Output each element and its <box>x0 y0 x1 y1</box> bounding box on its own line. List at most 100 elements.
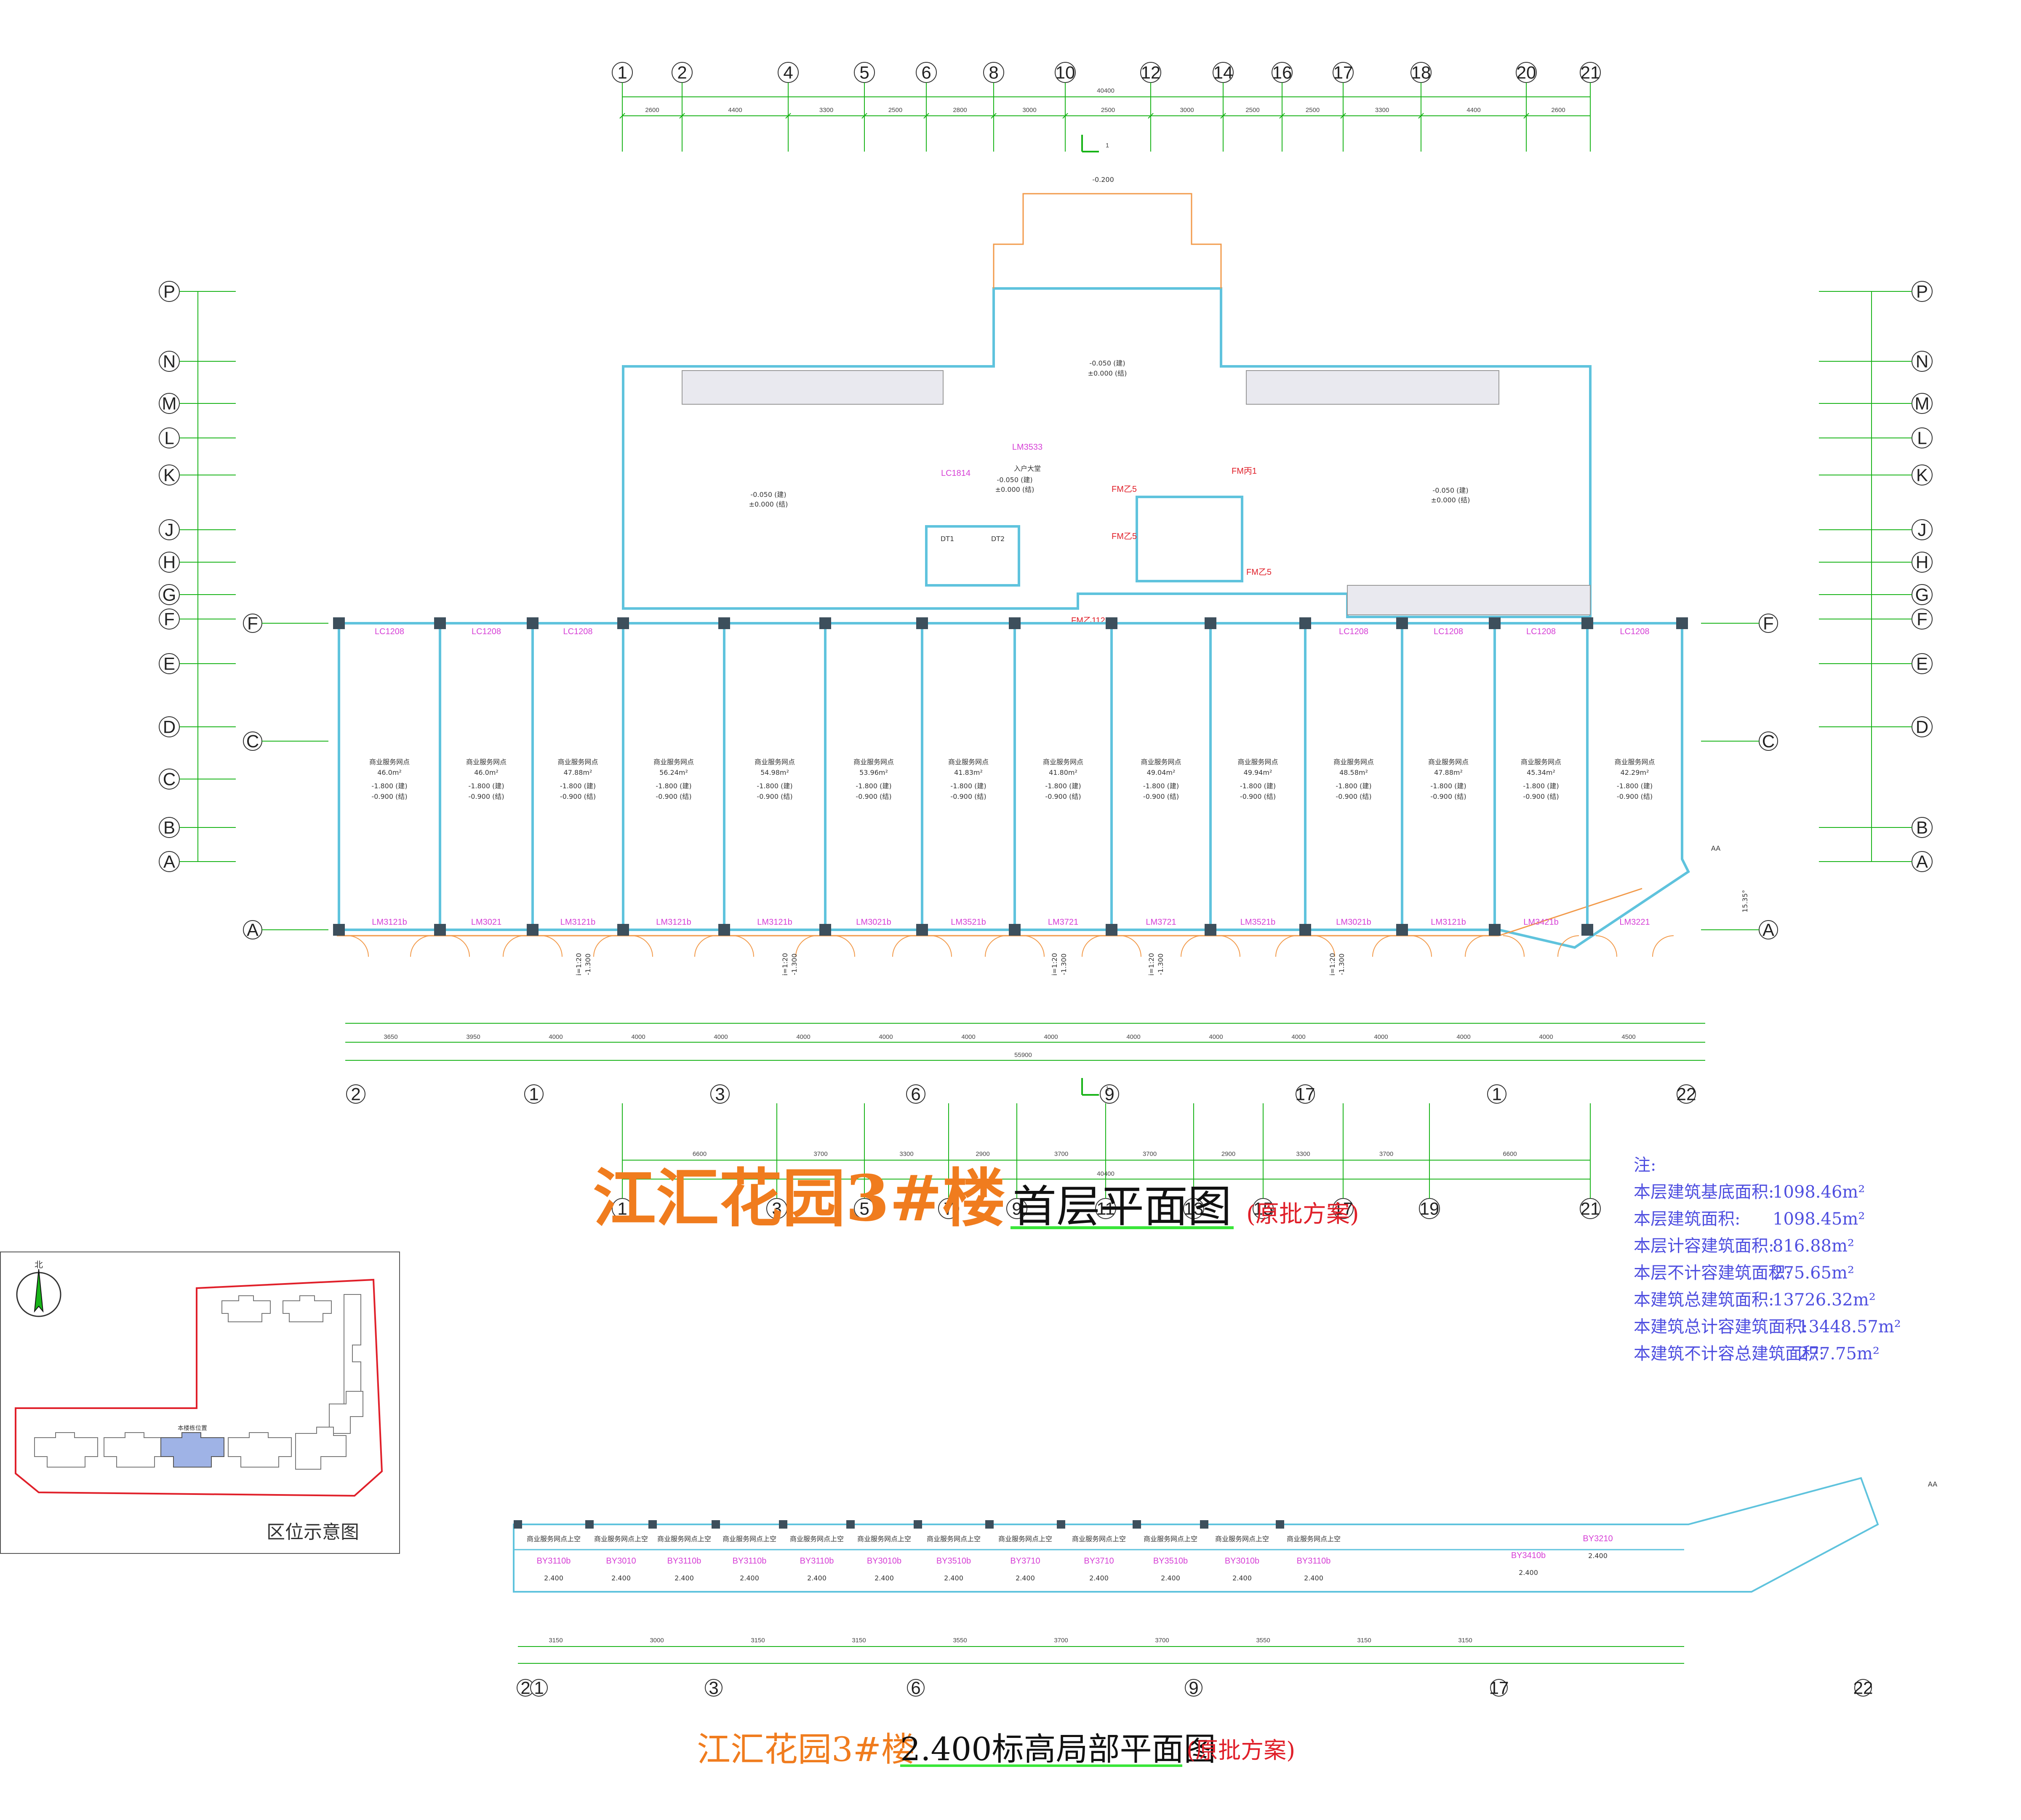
axis-bubble-label: 17 <box>1489 1678 1509 1698</box>
dim-lower: 4000 <box>1044 1033 1058 1041</box>
door-swing-icon <box>1023 935 1045 957</box>
axis-bubble-label: C <box>163 769 176 789</box>
structural-column <box>1299 924 1311 936</box>
structural-column <box>1396 924 1408 936</box>
fire-door-3: FM乙5 <box>1246 568 1272 577</box>
shop-level-2: -0.900 (结) <box>856 793 891 801</box>
dim-top: 3300 <box>819 107 833 114</box>
shop-area: 49.04m² <box>1147 769 1176 777</box>
shop-level-1: -1.800 (建) <box>656 782 691 790</box>
canopy-label: BY3710 <box>1084 1556 1114 1566</box>
ramp-level: -1.300 <box>1157 953 1165 975</box>
axis-bubble-label: 3 <box>772 1199 781 1219</box>
axis-bubble-label: F <box>1917 609 1928 629</box>
shop-name: 商业服务网点 <box>653 758 694 766</box>
canopy-label: BY3110b <box>800 1556 834 1566</box>
axis-bubble-label: B <box>1916 818 1928 838</box>
axis-bubble-label: E <box>163 654 175 674</box>
shop-door-label: LM3121b <box>757 918 792 927</box>
structural-column <box>1676 617 1688 629</box>
door-swing-icon <box>1465 935 1487 957</box>
shop-level-1: -1.800 (建) <box>1143 782 1179 790</box>
dim-bottom: 3700 <box>1143 1150 1157 1158</box>
door-swing-icon <box>1652 935 1674 957</box>
axis-bubble <box>1100 1084 1119 1104</box>
section-mark-label: 1 <box>1106 142 1109 149</box>
axis-bubble-label: 4 <box>783 63 793 83</box>
shop-level-2: -0.900 (结) <box>1430 793 1466 801</box>
elevator-shaft <box>925 525 1020 587</box>
shop-name: 商业服务网点 <box>755 758 795 766</box>
structural-column <box>1205 617 1216 629</box>
second-title: 江汇花园3#楼 <box>697 1722 915 1771</box>
axis-bubble-label: 22 <box>1853 1678 1873 1698</box>
dim-top: 2600 <box>645 107 659 114</box>
axis-bubble-label: L <box>1917 428 1927 448</box>
axis-bubble-label: 11 <box>1096 1199 1115 1219</box>
notes-row-label: 本层不计容建筑面积: <box>1634 1263 1791 1283</box>
axis-bubble-label: M <box>1915 394 1930 414</box>
shop-area: 41.83m² <box>954 769 983 777</box>
dim-lower: 4000 <box>1209 1033 1223 1041</box>
structural-column <box>1057 1520 1065 1529</box>
shop-area: 48.58m² <box>1339 769 1368 777</box>
notes-row: 本层计容建筑面积:816.88m² <box>1634 1233 1901 1260</box>
shop-door-label: LM3121b <box>560 918 595 927</box>
dim-lower: 4000 <box>631 1033 645 1041</box>
axis-bubble-label: 20 <box>1517 63 1536 83</box>
dim-top: 2800 <box>953 107 967 114</box>
axis-bubble-label: 21 <box>1581 63 1600 83</box>
axis-bubble-label: 17 <box>1333 1199 1353 1219</box>
notes-row-value: 275.65m² <box>1773 1263 1854 1283</box>
canopy-dim: 3000 <box>650 1637 664 1644</box>
dim-top: 4400 <box>1466 107 1480 114</box>
structural-column <box>1205 924 1216 936</box>
axis-bubble <box>907 1679 925 1697</box>
shop-level-1: -1.800 (建) <box>1430 782 1466 790</box>
canopy-label: BY3110b <box>667 1556 701 1566</box>
axis-bubble-label: J <box>165 520 174 540</box>
door-swing-icon <box>1082 935 1104 957</box>
canopy-level: 2.400 <box>1588 1552 1608 1560</box>
dim-tick <box>1062 113 1068 119</box>
section-mark-label: 1 <box>1106 1085 1109 1092</box>
structural-column <box>585 1520 594 1529</box>
structural-column <box>1106 924 1117 936</box>
shop-level-2: -0.900 (结) <box>757 793 792 801</box>
notes-row-value: 816.88m² <box>1773 1236 1854 1256</box>
axis-bubble <box>346 1084 365 1104</box>
shop-level-2: -0.900 (结) <box>1240 793 1276 801</box>
structural-column <box>648 1520 657 1529</box>
canopy-level: 2.400 <box>875 1574 894 1582</box>
notes-header: 注: <box>1634 1156 1656 1175</box>
core-window-label: LC1814 <box>941 469 971 478</box>
balcony-strip-right <box>1246 370 1499 405</box>
shop-level-2: -0.900 (结) <box>1617 793 1653 801</box>
canopy-label: BY3010b <box>867 1556 901 1566</box>
shop-name: 商业服务网点 <box>853 758 894 766</box>
dim-bottom: 3300 <box>1296 1150 1310 1158</box>
shop-level-1: -1.800 (建) <box>468 782 504 790</box>
axis-bubble-label: 14 <box>1213 63 1233 83</box>
canopy-label: BY3710 <box>1010 1556 1040 1566</box>
lift-1-label: DT1 <box>941 535 954 543</box>
shop-level-2: -0.900 (结) <box>1143 793 1179 801</box>
structural-column <box>1133 1520 1141 1529</box>
shop-level-2: -0.900 (结) <box>1336 793 1371 801</box>
structural-column <box>1009 924 1021 936</box>
canopy-level: 2.400 <box>675 1574 694 1582</box>
door-swing-icon <box>1181 935 1202 957</box>
axis-bubble-label: C <box>246 731 259 751</box>
shop-level-2: -0.900 (结) <box>1523 793 1559 801</box>
axis-bubble-label: 12 <box>1141 63 1161 83</box>
structural-column <box>1581 924 1593 936</box>
shop-level-1: -1.800 (建) <box>856 782 891 790</box>
second-title-note-text: (原批方案) <box>1186 1737 1296 1764</box>
shop-window-label: LC1208 <box>1526 627 1556 636</box>
angle-label: 15.35° <box>1741 890 1749 913</box>
shop-level-1: -1.800 (建) <box>1240 782 1276 790</box>
structural-column <box>985 1520 994 1529</box>
door-swing-icon <box>541 935 563 957</box>
canopy-label: BY3110b <box>537 1556 571 1566</box>
door-swing-icon <box>503 935 525 957</box>
